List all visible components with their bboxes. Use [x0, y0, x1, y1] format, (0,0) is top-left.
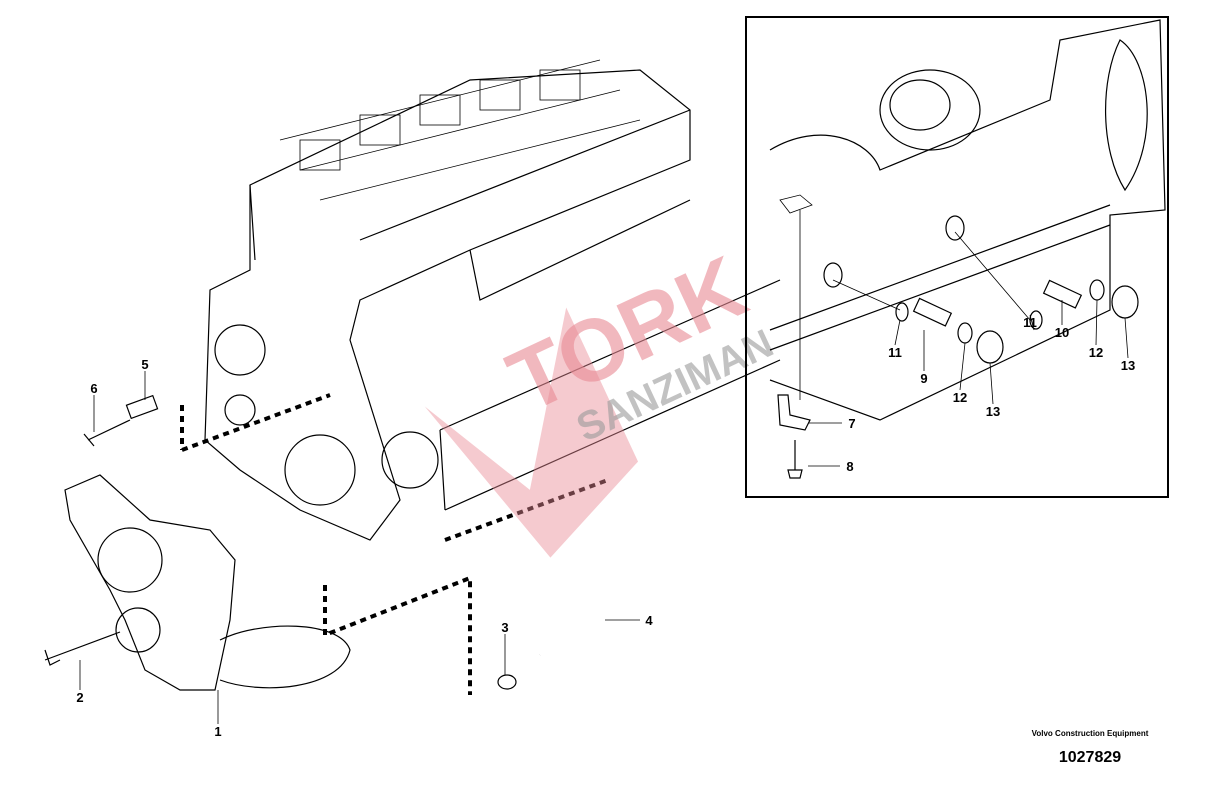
watermark: TORK SANZIMAN	[424, 237, 780, 558]
manufacturer-credit: Volvo Construction Equipment	[1031, 729, 1149, 738]
bolt-and-sleeve-drawing	[83, 394, 159, 447]
callout-2: 2	[76, 690, 83, 705]
callout-11: 11	[1023, 315, 1037, 330]
callout-7: 7	[848, 416, 855, 431]
callout-labels: 1 2 3 4 5 6 7 8 9 10 11 11 12 12 13 13	[76, 315, 1135, 739]
callout-13: 13	[1121, 358, 1135, 373]
callout-12: 12	[1089, 345, 1103, 360]
detail-inset-frame	[745, 16, 1169, 498]
dashed-connection-lines	[180, 393, 609, 695]
callout-8: 8	[846, 459, 853, 474]
callout-10: 10	[1055, 325, 1069, 340]
callout-3: 3	[501, 620, 508, 635]
callout-1: 1	[214, 724, 221, 739]
oil-pump-drawing	[44, 474, 351, 691]
engine-block-drawing	[204, 59, 781, 541]
oil-pipe-drawing	[497, 479, 612, 690]
detail-inset-drawing	[769, 19, 1166, 479]
callout-9: 9	[920, 371, 927, 386]
callout-12: 12	[953, 390, 967, 405]
callout-5: 5	[141, 357, 148, 372]
callout-11: 11	[888, 345, 902, 360]
callout-13: 13	[986, 404, 1000, 419]
document-number: 1027829	[1058, 749, 1122, 766]
callout-6: 6	[90, 381, 97, 396]
leader-lines	[79, 371, 640, 724]
callout-4: 4	[645, 613, 653, 628]
